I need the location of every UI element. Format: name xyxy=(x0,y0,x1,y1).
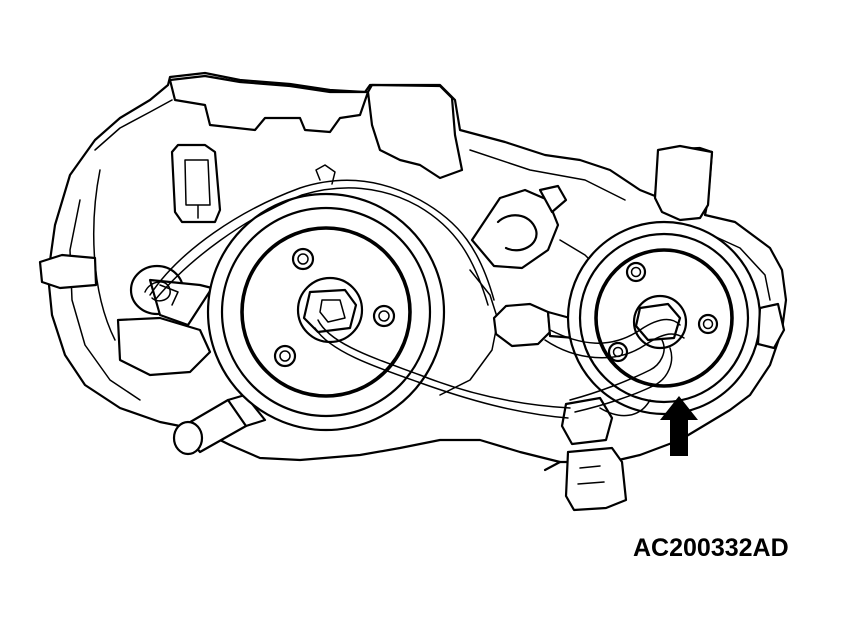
wiring-harness xyxy=(149,164,685,419)
low-beam-socket xyxy=(206,192,446,432)
upper-left-clip xyxy=(170,143,222,224)
upper-left-clip-inner xyxy=(184,159,211,219)
housing-outline xyxy=(46,71,788,464)
top-center-boss xyxy=(366,83,464,180)
lower-harness-connector xyxy=(543,396,628,512)
mid-harness-plug xyxy=(492,302,577,348)
arrow-up-icon xyxy=(660,396,698,456)
side-marker-socket xyxy=(129,264,214,327)
left-mount-tab xyxy=(38,253,98,290)
high-beam-socket xyxy=(566,220,762,416)
top-bracket-left xyxy=(168,74,370,134)
lower-left-bracket xyxy=(116,316,212,377)
housing-inner-contour xyxy=(69,99,771,401)
figure-code-label: AC200332AD xyxy=(633,534,789,562)
top-right-boss xyxy=(653,144,714,222)
center-bulb-connector xyxy=(439,184,601,396)
right-side-bracket xyxy=(756,302,786,350)
